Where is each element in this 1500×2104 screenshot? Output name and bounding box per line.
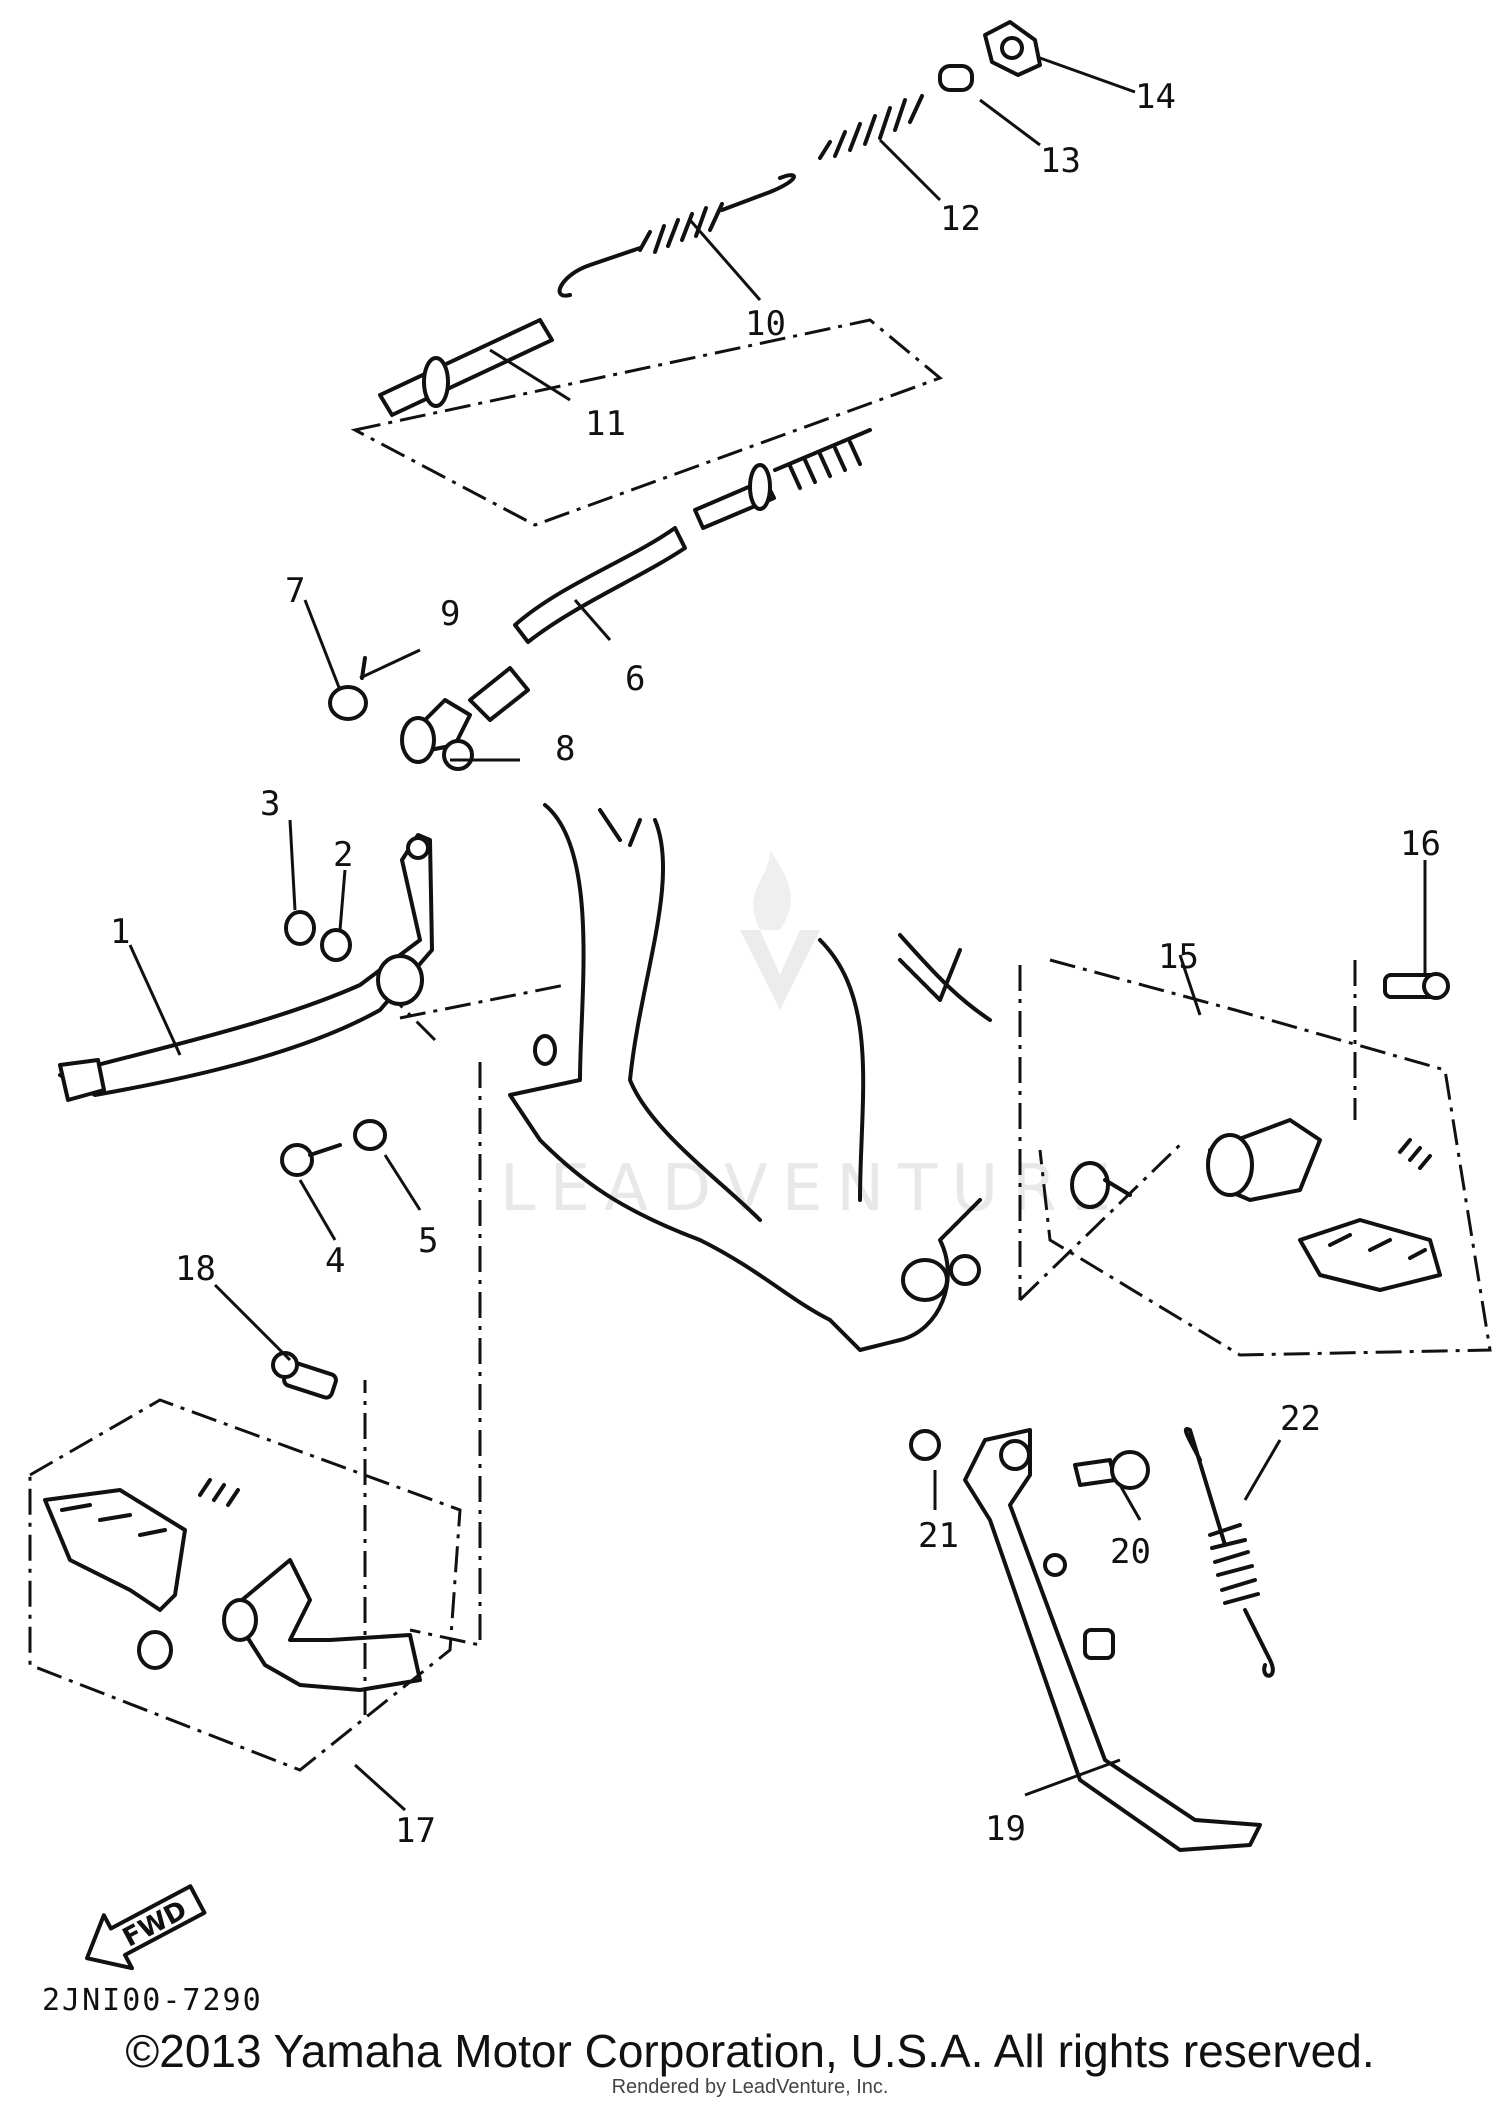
leader-lines xyxy=(128,56,1427,1812)
callout-2: 2 xyxy=(333,835,353,875)
copyright-notice: ©2013 Yamaha Motor Corporation, U.S.A. A… xyxy=(125,2025,1375,2077)
frame-outline xyxy=(508,803,992,1352)
callout-5: 5 xyxy=(418,1221,438,1261)
callout-22: 22 xyxy=(1280,1399,1321,1439)
callout-4: 4 xyxy=(325,1241,345,1281)
clevis-assembly xyxy=(328,656,530,771)
fwd-arrow: FWD xyxy=(85,1884,207,1971)
rendered-by-note: Rendered by LeadVenture, Inc. xyxy=(611,2076,889,2098)
callout-11: 11 xyxy=(585,404,626,444)
callout-14: 14 xyxy=(1135,77,1176,117)
callout-20: 20 xyxy=(1110,1532,1151,1572)
callout-9: 9 xyxy=(440,594,460,634)
callout-16: 16 xyxy=(1400,824,1441,864)
callout-7: 7 xyxy=(285,571,305,611)
callout-8: 8 xyxy=(555,729,575,769)
callout-10: 10 xyxy=(745,304,786,344)
spring-12 xyxy=(818,94,924,160)
callout-19: 19 xyxy=(985,1809,1026,1849)
sidestand xyxy=(909,1427,1275,1852)
callout-13: 13 xyxy=(1040,141,1081,181)
washer-and-clip xyxy=(284,910,352,962)
brake-rod xyxy=(513,428,872,644)
callout-6: 6 xyxy=(625,659,645,699)
bolt-and-nut xyxy=(280,1119,387,1177)
callout-18: 18 xyxy=(175,1249,216,1289)
brake-pedal xyxy=(58,833,434,1102)
callout-21: 21 xyxy=(918,1516,959,1556)
clip-part xyxy=(983,20,1042,77)
callout-3: 3 xyxy=(260,784,280,824)
rod-part xyxy=(378,318,554,417)
footrest-right xyxy=(1070,972,1450,1292)
group-outlines xyxy=(28,318,1492,1772)
diagram-code: 2JNI00-7290 xyxy=(42,1983,263,2018)
watermark-text: LEADVENTURE xyxy=(500,1152,1125,1226)
callout-17: 17 xyxy=(395,1811,436,1851)
pin-part xyxy=(938,64,974,92)
leadventure-watermark: LEADVENTURE xyxy=(500,850,1125,1226)
callout-labels: 14 13 12 10 11 6 9 7 8 3 2 1 4 5 15 16 1… xyxy=(110,77,1441,1851)
footrest-left xyxy=(43,1351,422,1692)
callout-1: 1 xyxy=(110,912,130,952)
callout-15: 15 xyxy=(1158,937,1199,977)
spring-10 xyxy=(557,173,796,298)
callout-12: 12 xyxy=(940,199,981,239)
